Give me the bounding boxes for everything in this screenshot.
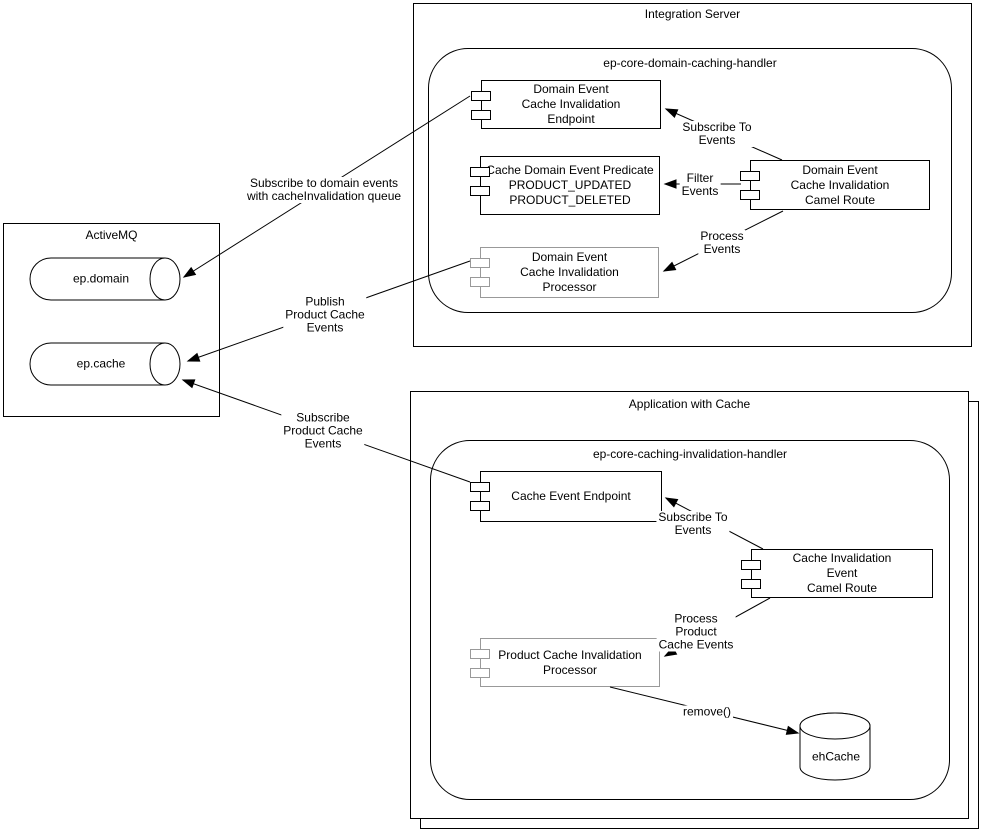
component-domain-event-cache-invalidation-camel-route: Domain Event Cache Invalidation Camel Ro…	[740, 160, 930, 210]
component-port-icon	[470, 258, 490, 268]
component-port-icon	[471, 91, 491, 101]
component-port-icon	[470, 167, 490, 177]
edge-label-filter-events: Filter Events	[679, 171, 721, 198]
queue-ep-domain-label: ep.domain	[72, 271, 130, 286]
domain-caching-handler-title: ep-core-domain-caching-handler	[603, 56, 777, 70]
component-port-icon	[470, 649, 490, 659]
component-port-icon	[470, 501, 490, 511]
queue-ep-cache-label: ep.cache	[76, 356, 126, 371]
edge-label-subscribe-domain-events: Subscribe to domain events with cacheInv…	[244, 176, 404, 203]
component-label: Domain Event Cache Invalidation Endpoint	[521, 82, 621, 126]
component-label: Cache Event Endpoint	[511, 489, 631, 503]
component-port-icon	[470, 186, 490, 196]
component-domain-event-cache-invalidation-processor: Domain Event Cache Invalidation Processo…	[470, 247, 659, 298]
edge-label-process-events: Process Events	[698, 229, 746, 256]
edge-label-remove: remove()	[680, 704, 734, 719]
edge-label-subscribe-to-events-bottom: Subscribe To Events	[656, 510, 730, 537]
component-port-icon	[740, 171, 760, 181]
component-cache-invalidation-event-camel-route: Cache Invalidation Event Camel Route	[741, 549, 933, 598]
component-label: Cache Domain Event Predicate PRODUCT_UPD…	[486, 163, 654, 207]
edge-label-process-product-cache-events: Process Product Cache Events	[656, 611, 736, 652]
caching-invalidation-handler-title: ep-core-caching-invalidation-handler	[592, 447, 788, 461]
activemq-box	[3, 223, 220, 417]
component-cache-domain-event-predicate: Cache Domain Event Predicate PRODUCT_UPD…	[470, 156, 660, 215]
edge-label-publish-product-cache-events: Publish Product Cache Events	[283, 294, 367, 335]
component-product-cache-invalidation-processor: Product Cache Invalidation Processor	[470, 638, 660, 687]
component-label: Product Cache Invalidation Processor	[498, 647, 642, 677]
component-port-icon	[740, 190, 760, 200]
component-label: Domain Event Cache Invalidation Processo…	[520, 250, 619, 294]
component-port-icon	[741, 579, 761, 589]
integration-server-title: Integration Server	[644, 7, 741, 21]
component-port-icon	[470, 668, 490, 678]
edge-label-subscribe-product-cache-events: Subscribe Product Cache Events	[281, 410, 365, 451]
component-port-icon	[471, 110, 491, 120]
component-label: Domain Event Cache Invalidation Camel Ro…	[790, 162, 890, 207]
component-port-icon	[470, 482, 490, 492]
activemq-title: ActiveMQ	[85, 228, 138, 242]
ehcache-label: ehCache	[811, 749, 861, 764]
component-port-icon	[470, 277, 490, 287]
component-label: Cache Invalidation Event Camel Route	[792, 551, 892, 595]
component-cache-event-endpoint: Cache Event Endpoint	[470, 471, 662, 522]
component-domain-event-cache-invalidation-endpoint: Domain Event Cache Invalidation Endpoint	[471, 80, 661, 129]
edge-label-subscribe-to-events-top: Subscribe To Events	[680, 120, 754, 147]
component-port-icon	[741, 560, 761, 570]
application-title: Application with Cache	[628, 397, 751, 411]
